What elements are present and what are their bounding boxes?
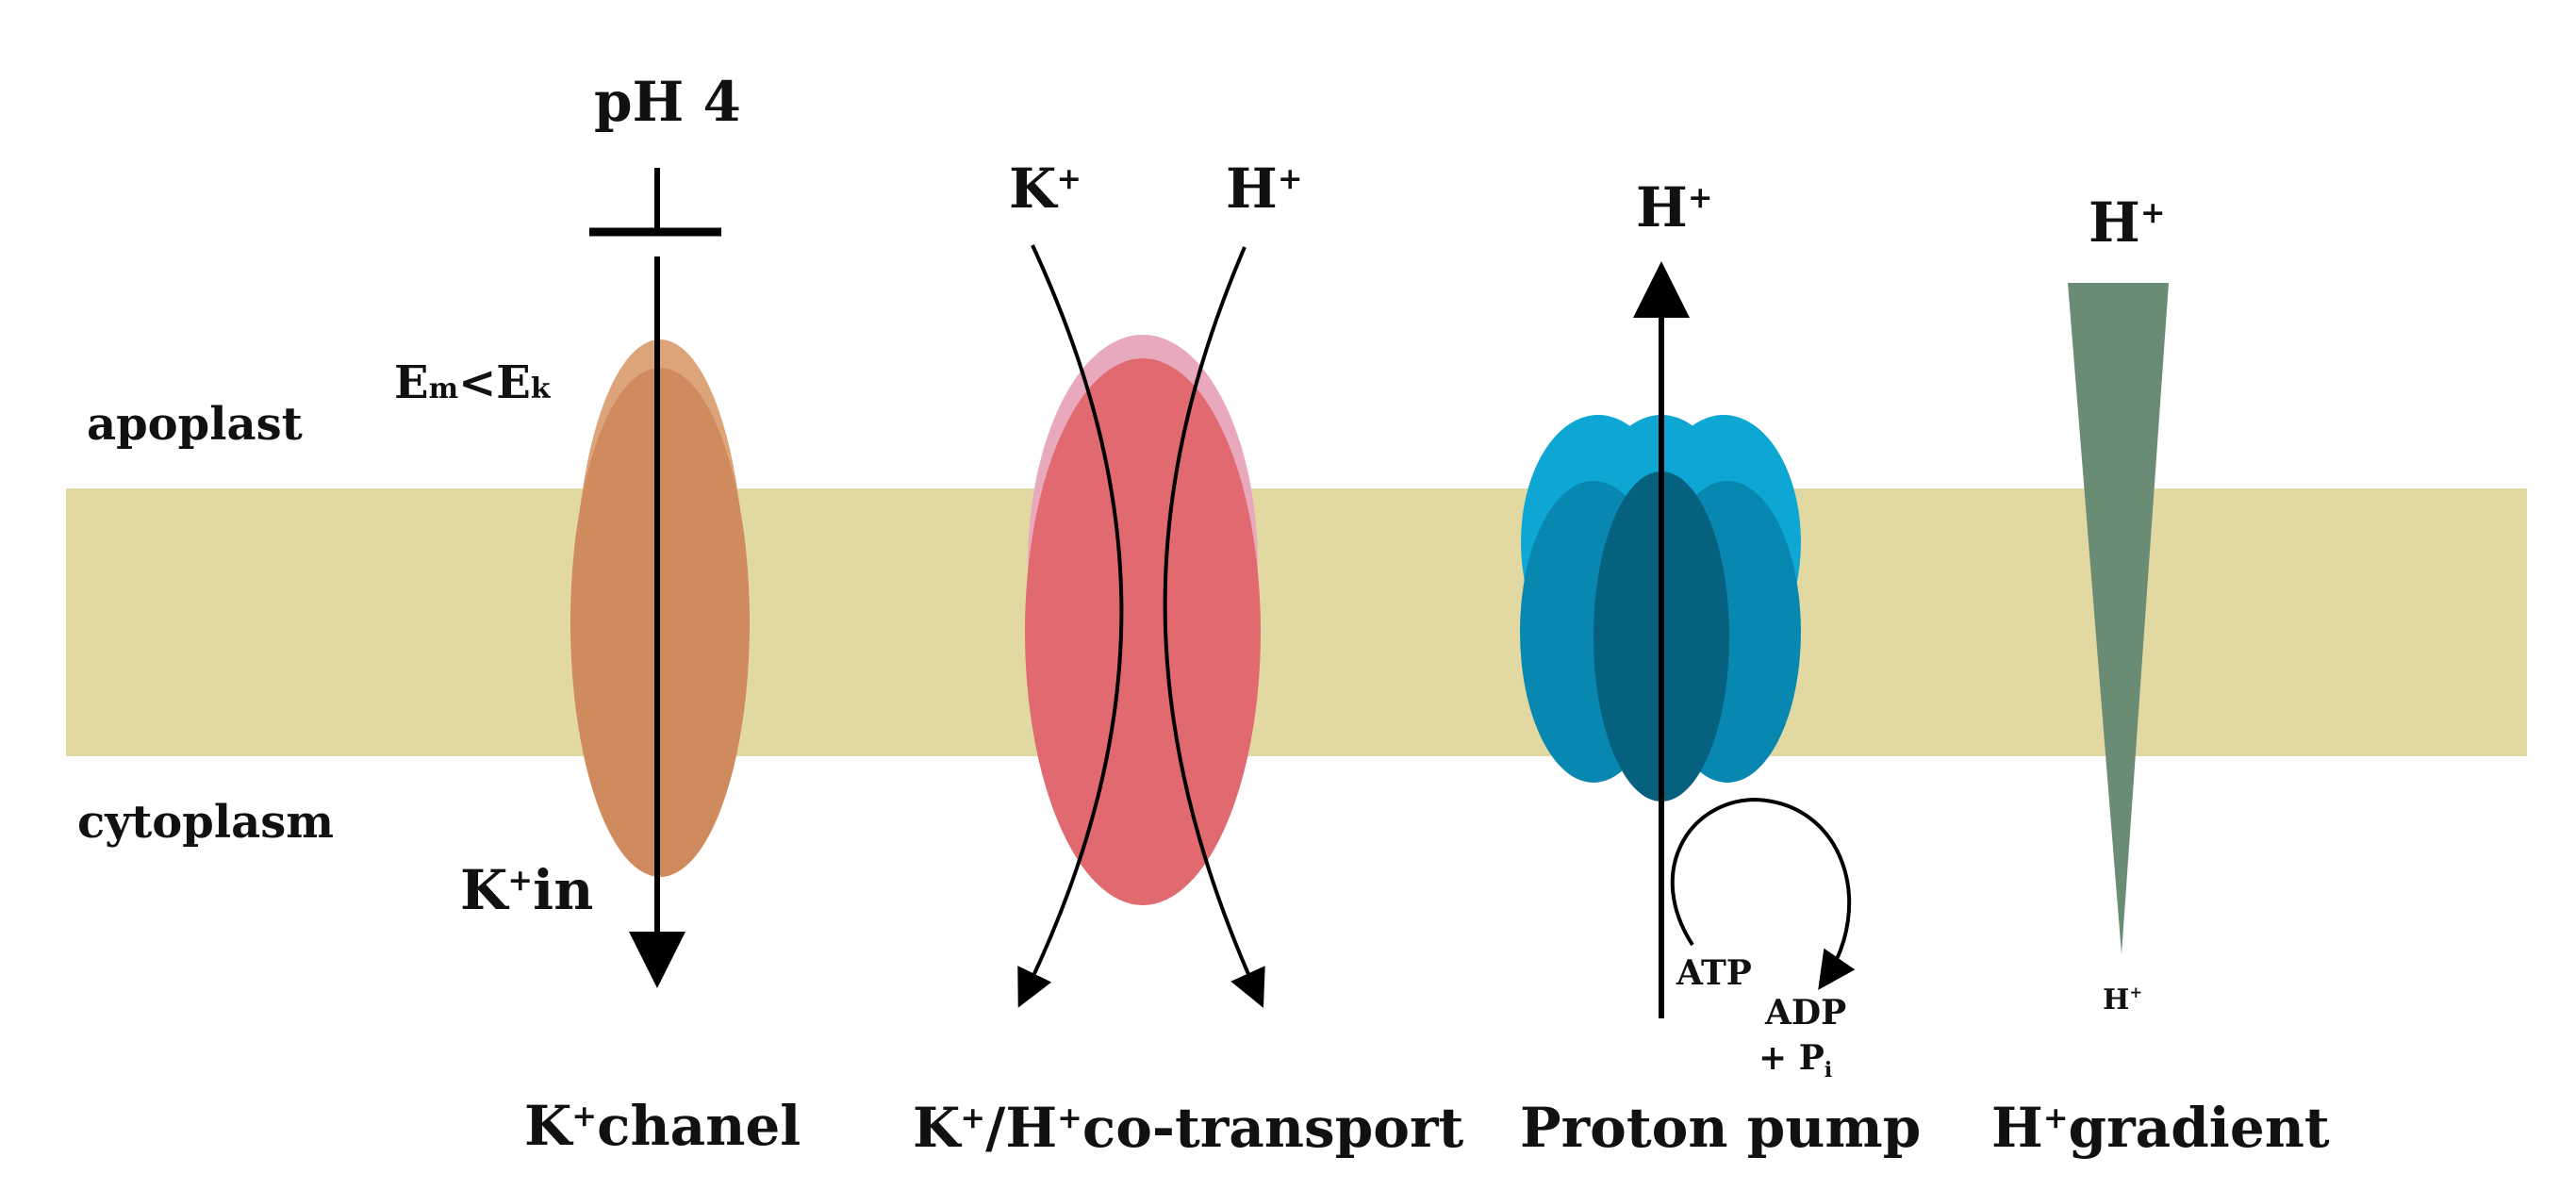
gradient-h-top-base: H: [2089, 190, 2140, 255]
cotransport-caption-mid: /H: [985, 1096, 1057, 1160]
proton-pump-caption: Proton pump: [1520, 1096, 1921, 1160]
k-channel-group: pH 4 Em<Ek K+in K+chanel: [394, 70, 801, 1158]
gradient-h-bottom: H+: [2103, 983, 2142, 1016]
plasma-membrane: [66, 488, 2527, 756]
caption-plus: +: [571, 1098, 597, 1133]
k-in-plus: +: [507, 862, 533, 898]
gradient-caption-plus: +: [2043, 1099, 2069, 1135]
pump-h-base: H: [1636, 175, 1688, 240]
pi-prefix: + P: [1759, 1038, 1825, 1078]
caption-rest: chanel: [597, 1094, 801, 1158]
gradient-caption-h: H: [1991, 1096, 2043, 1160]
gradient-caption-rest: gradient: [2069, 1096, 2330, 1160]
gradient-h-bottom-base: H: [2103, 983, 2129, 1016]
ph-label: pH 4: [594, 70, 741, 134]
cotransport-k-label: K+: [1009, 157, 1082, 221]
pump-h-sup: +: [1688, 179, 1713, 215]
gradient-h-top: H+: [2089, 190, 2166, 255]
cotransport-caption-plus2: +: [1057, 1099, 1082, 1135]
caption-k: K: [524, 1094, 574, 1158]
cotransport-caption: K+/H+co-transport: [913, 1096, 1463, 1160]
cotransport-group: K+ H+ K+/H+co-transport: [913, 157, 1463, 1160]
potential-sub-k: k: [531, 372, 552, 405]
k-cotransport-path: [1017, 244, 1124, 1008]
cotransport-k-base: K: [1009, 157, 1059, 221]
h-gradient-caption: H+gradient: [1991, 1096, 2330, 1160]
cotransport-caption-rest: co-transport: [1082, 1096, 1464, 1160]
k-in-label: K+in: [460, 858, 593, 922]
pump-h-label: H+: [1636, 175, 1713, 240]
gradient-h-bottom-sup: +: [2129, 983, 2142, 1001]
gradient-wedge: [2068, 283, 2169, 954]
cotransporter-protein: [1025, 358, 1261, 905]
potential-e1: E: [394, 356, 429, 409]
cotransport-k-sup: +: [1056, 160, 1082, 196]
proton-pump-group: H+ ATP ADP + Pi Proton pump: [1520, 175, 1921, 1160]
potential-sub-m: m: [429, 372, 458, 405]
gradient-h-top-sup: +: [2140, 194, 2166, 230]
adp-label: ADP: [1764, 993, 1846, 1033]
k-channel-caption: K+chanel: [524, 1094, 801, 1158]
cotransport-h-base: H: [1226, 157, 1278, 221]
cotransport-h-sup: +: [1278, 160, 1303, 196]
h-cotransport-path: [1163, 246, 1265, 1008]
atp-label: ATP: [1676, 953, 1752, 993]
potential-lt: <: [458, 356, 496, 409]
cotransport-caption-k: K: [913, 1096, 963, 1160]
pi-sub: i: [1825, 1058, 1832, 1083]
k-in-k: K: [460, 858, 510, 922]
apoplast-label: apoplast: [87, 398, 303, 451]
atp-hydrolysis-arrow: [1670, 797, 1856, 990]
h-gradient-group: H+ H+ H+gradient: [1991, 190, 2330, 1160]
cotransport-caption-plus1: +: [960, 1099, 985, 1135]
membrane-potential-label: Em<Ek: [394, 356, 552, 409]
potential-e2: E: [496, 356, 531, 409]
cotransport-h-label: H+: [1226, 157, 1303, 221]
k-in-rest: in: [533, 858, 593, 922]
cytoplasm-label: cytoplasm: [77, 796, 334, 849]
pi-label: + Pi: [1759, 1038, 1832, 1083]
